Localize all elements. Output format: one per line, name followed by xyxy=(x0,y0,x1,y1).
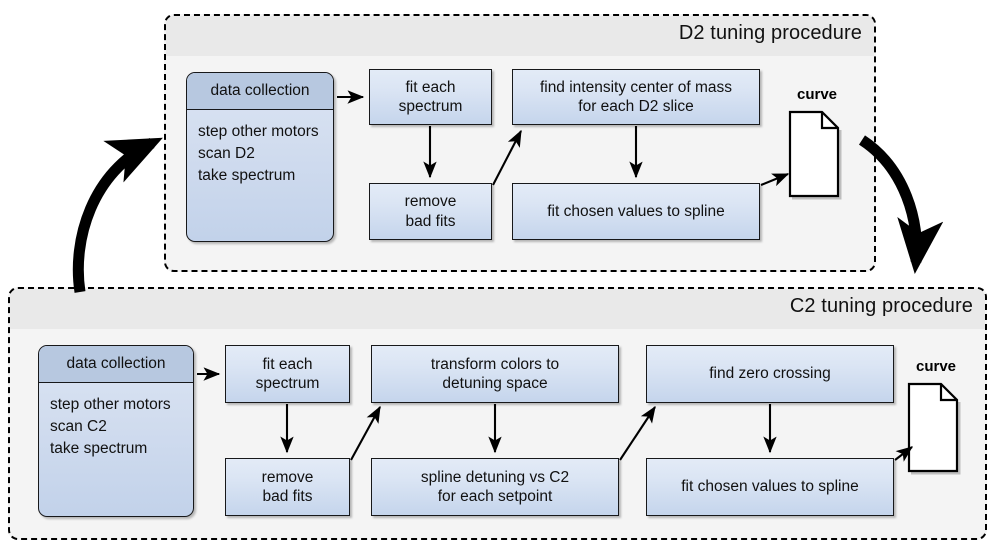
node-fit-chosen-spline-c2[interactable]: fit chosen values to spline xyxy=(646,458,894,516)
data-collection-step: take spectrum xyxy=(50,440,148,457)
output-curve-d2[interactable]: curve xyxy=(786,86,848,201)
node-transform-colors-c2[interactable]: transform colors to detuning space xyxy=(371,345,619,403)
node-label: fit each spectrum xyxy=(248,355,328,394)
node-line: for each D2 slice xyxy=(578,98,694,115)
node-fit-each-spectrum-c2[interactable]: fit each spectrum xyxy=(225,345,350,403)
node-remove-bad-fits-d2[interactable]: remove bad fits xyxy=(369,183,492,240)
data-collection-header-c2: data collection xyxy=(39,346,193,383)
node-line: fit chosen values to spline xyxy=(681,478,859,496)
data-collection-box-c2[interactable]: data collection step other motors scan C… xyxy=(38,345,194,517)
node-line: spline detuning vs C2 xyxy=(420,468,570,486)
node-label: fit chosen values to spline xyxy=(673,477,867,496)
node-label: spline detuning vs C2 for each setpoint xyxy=(413,468,577,507)
node-label: find intensity center of mass for each D… xyxy=(532,78,740,117)
output-curve-label-c2: curve xyxy=(915,358,957,375)
node-line: find zero crossing xyxy=(709,365,831,383)
node-line: bad fits xyxy=(262,488,313,505)
node-label: find zero crossing xyxy=(701,364,838,383)
node-fit-chosen-spline-d2[interactable]: fit chosen values to spline xyxy=(512,183,760,240)
node-line: for each setpoint xyxy=(437,488,553,505)
node-line: transform colors to xyxy=(430,355,560,373)
data-collection-steps-c2: step other motors scan C2 take spectrum xyxy=(39,383,193,460)
node-label: remove bad fits xyxy=(254,468,322,507)
node-line: remove xyxy=(261,468,314,486)
node-label: transform colors to detuning space xyxy=(423,355,567,394)
document-icon xyxy=(907,382,961,475)
node-line: find intensity center of mass xyxy=(539,78,733,96)
procedure-titlebar-c2: C2 tuning procedure xyxy=(10,289,985,329)
procedure-titlebar-d2: D2 tuning procedure xyxy=(166,16,874,56)
node-fit-each-spectrum-d2[interactable]: fit each spectrum xyxy=(369,69,492,125)
procedure-title-c2: C2 tuning procedure xyxy=(789,295,973,317)
node-line: bad fits xyxy=(405,212,456,230)
node-find-zero-crossing-c2[interactable]: find zero crossing xyxy=(646,345,894,403)
node-label: fit each spectrum xyxy=(391,78,471,117)
data-collection-step: step other motors xyxy=(198,123,319,140)
data-collection-step: take spectrum xyxy=(198,167,296,184)
data-collection-step: scan C2 xyxy=(50,418,107,435)
node-line: spectrum xyxy=(398,98,463,115)
data-collection-step: step other motors xyxy=(50,396,171,413)
procedure-title-d2: D2 tuning procedure xyxy=(678,22,862,44)
node-remove-bad-fits-c2[interactable]: remove bad fits xyxy=(225,458,350,516)
document-icon xyxy=(788,110,842,200)
output-curve-c2[interactable]: curve xyxy=(905,358,967,476)
data-collection-step: scan D2 xyxy=(198,145,255,162)
node-label: remove bad fits xyxy=(397,192,465,231)
data-collection-box-d2[interactable]: data collection step other motors scan D… xyxy=(186,72,334,242)
node-find-intensity-com-d2[interactable]: find intensity center of mass for each D… xyxy=(512,69,760,125)
node-line: spectrum xyxy=(255,375,320,392)
node-line: remove xyxy=(404,193,457,211)
arrow-c2-to-d2-loop xyxy=(72,137,163,293)
data-collection-header-d2: data collection xyxy=(187,73,333,110)
data-collection-steps-d2: step other motors scan D2 take spectrum xyxy=(187,110,333,187)
node-line: fit each xyxy=(405,78,456,96)
node-line: detuning space xyxy=(442,375,548,392)
node-line: fit each xyxy=(262,355,313,373)
node-spline-detuning-c2[interactable]: spline detuning vs C2 for each setpoint xyxy=(371,458,619,516)
node-label: fit chosen values to spline xyxy=(539,202,733,221)
node-line: fit chosen values to spline xyxy=(547,202,725,220)
output-curve-label-d2: curve xyxy=(796,86,838,103)
